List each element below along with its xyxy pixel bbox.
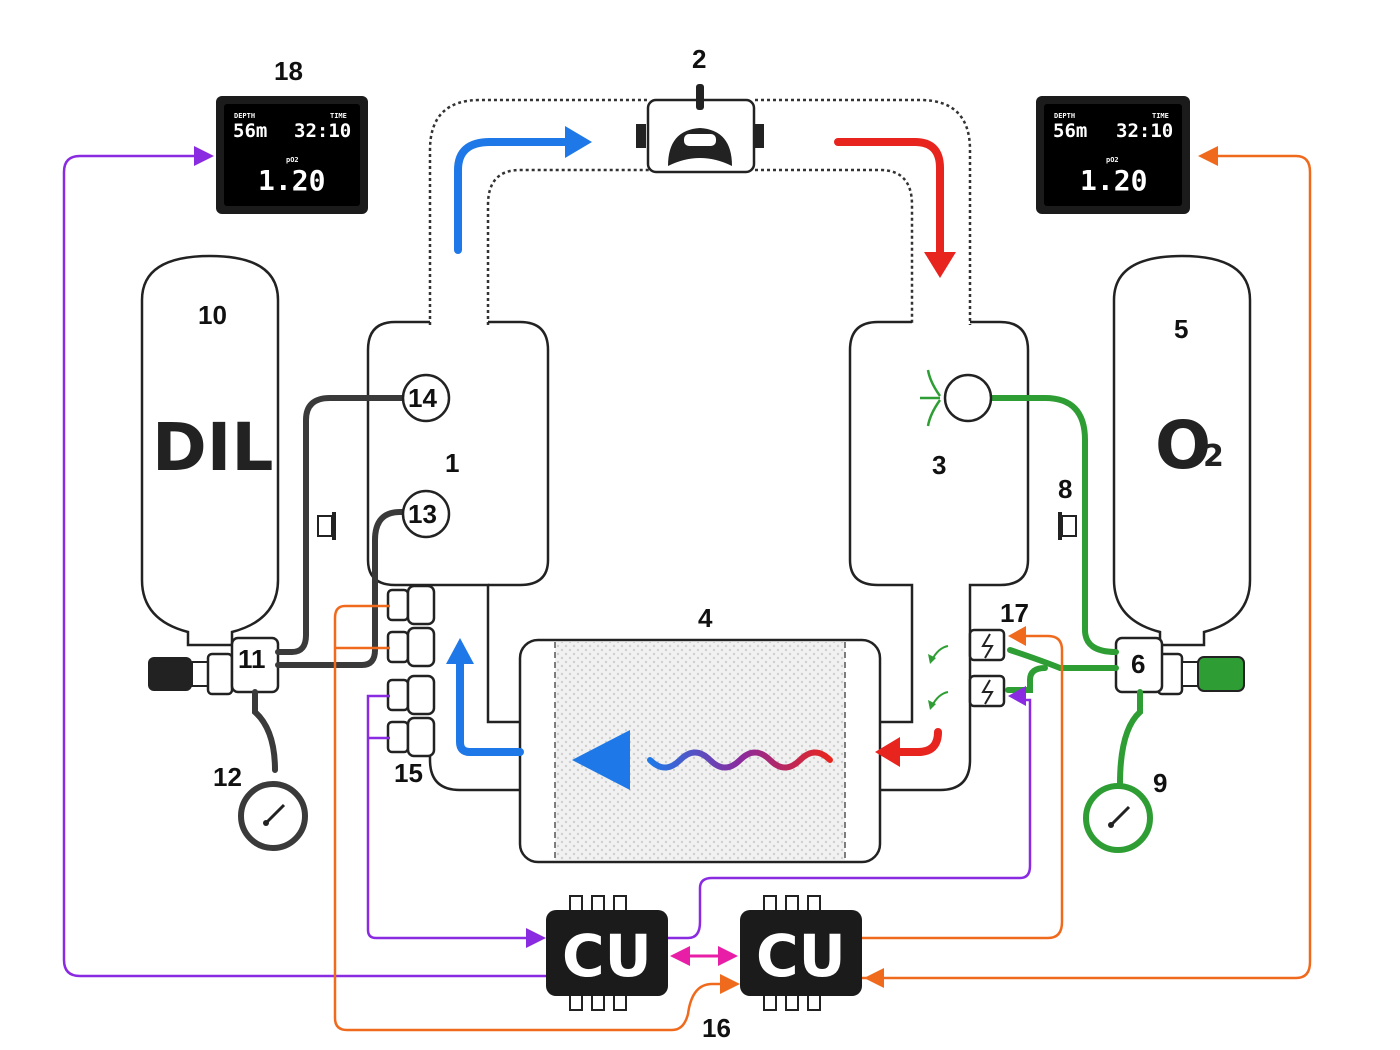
oxygen-hoses: [967, 395, 1143, 787]
number-labels: 1 2 3 4 5 6 8 9 10 11 12 13 14 15 16 17 …: [198, 44, 1188, 1043]
label-11: 11: [238, 644, 266, 674]
display-right-time: 32:10: [1116, 120, 1173, 142]
diluent-addvalve: [317, 512, 336, 540]
diluent-hoses: [252, 395, 405, 773]
label-5: 5: [1174, 314, 1188, 344]
diluent-valve: [148, 652, 234, 696]
controller-right: CU: [740, 895, 862, 1011]
diluent-cylinder: DIL: [140, 254, 280, 647]
label-8: 8: [1058, 474, 1072, 504]
display-left-time-label: TIME: [330, 112, 347, 120]
counterlung-exhale: [848, 320, 914, 724]
label-4: 4: [698, 603, 713, 633]
label-18: 18: [274, 56, 303, 86]
adv-13: [401, 489, 451, 539]
adv-14: [401, 373, 451, 423]
oxygen-label: O: [1155, 407, 1211, 484]
controller-left: CU: [546, 895, 668, 1011]
oxygen-cylinder: O 2: [1112, 254, 1252, 647]
solenoids: [928, 628, 1006, 710]
display-left-depth-label: DEPTH: [234, 112, 255, 120]
label-10: 10: [198, 300, 227, 330]
scrubber-canister: [518, 638, 882, 864]
label-16: 16: [702, 1013, 731, 1043]
oxygen-sensors: [386, 584, 436, 758]
label-14: 14: [408, 383, 437, 413]
controller-left-label: CU: [562, 922, 652, 990]
oxygen-subscript: 2: [1203, 439, 1224, 474]
display-right-time-label: TIME: [1152, 112, 1169, 120]
label-17: 17: [1000, 598, 1029, 628]
mouthpiece: [636, 84, 764, 174]
label-2: 2: [692, 44, 706, 74]
signal-wires: [62, 146, 1312, 1032]
label-9: 9: [1153, 768, 1167, 798]
label-1: 1: [445, 448, 459, 478]
flow-arrows: [446, 126, 956, 767]
label-15: 15: [394, 758, 423, 788]
label-12: 12: [213, 762, 242, 792]
display-left-depth: 56m: [233, 120, 267, 142]
label-13: 13: [408, 499, 437, 529]
diluent-pressure-gauge: [238, 781, 308, 851]
display-right: DEPTH TIME 56m 32:10 pO2 1.20: [1036, 96, 1190, 214]
display-right-po2: 1.20: [1080, 164, 1147, 197]
display-left-po2-label: pO2: [286, 156, 299, 164]
display-left: DEPTH TIME 56m 32:10 pO2 1.20: [216, 96, 368, 214]
breathing-hoses: [428, 98, 972, 325]
display-left-po2: 1.20: [258, 164, 325, 197]
diluent-label: DIL: [152, 409, 273, 486]
display-right-depth: 56m: [1053, 120, 1087, 142]
oxygen-pressure-gauge: [1083, 783, 1153, 853]
oxygen-addvalve: [1058, 512, 1077, 540]
oxygen-valve: [1156, 652, 1245, 696]
display-right-po2-label: pO2: [1106, 156, 1119, 164]
controller-right-label: CU: [756, 922, 846, 990]
label-6: 6: [1131, 649, 1145, 679]
label-3: 3: [932, 450, 946, 480]
display-left-time: 32:10: [294, 120, 351, 142]
oxygen-injector: [920, 369, 993, 427]
display-right-depth-label: DEPTH: [1054, 112, 1075, 120]
counterlung-inhale: [366, 320, 520, 724]
